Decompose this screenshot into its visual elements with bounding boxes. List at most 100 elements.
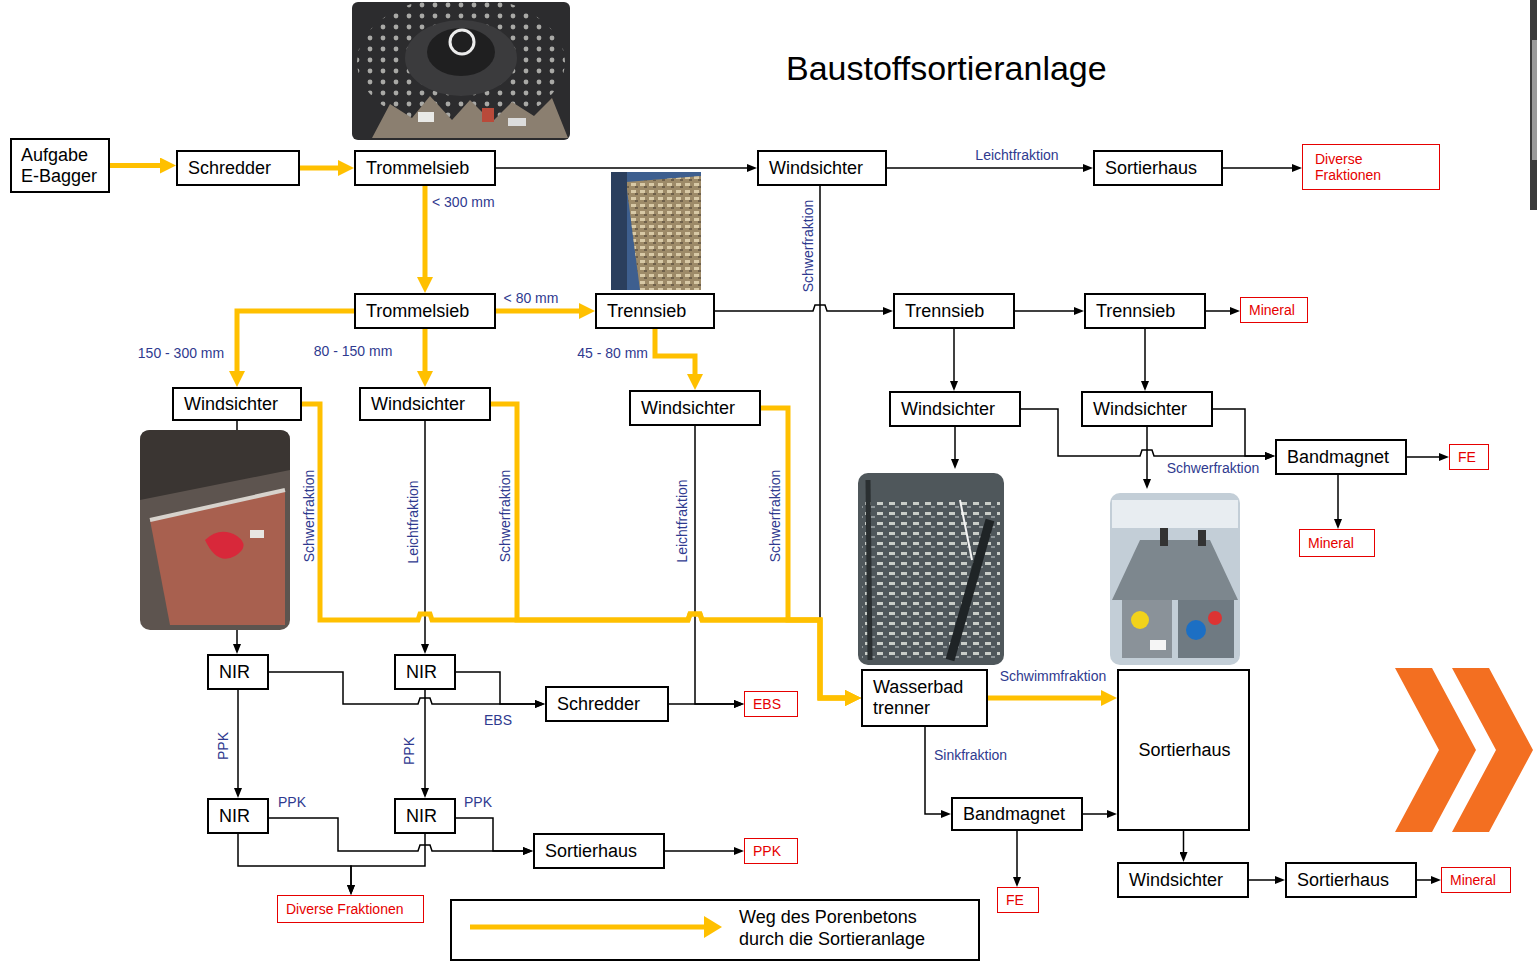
material-flow-arrow: [496, 309, 583, 314]
process-box: Schredder: [176, 150, 300, 186]
air-classifier-photo: [140, 430, 290, 630]
box-text: Schredder: [188, 158, 271, 179]
flow-arrow: [238, 834, 351, 889]
drum-screen-photo: [352, 0, 570, 140]
flow-arrow: [1206, 310, 1234, 312]
screen-conveyor-photo: [611, 172, 627, 290]
process-box: Trommelsieb: [354, 293, 496, 329]
legend-entry: Weg des Porenbetons durch die Sortieranl…: [739, 907, 954, 950]
box-text: Mineral: [1308, 535, 1354, 551]
box-text: FE: [1006, 892, 1024, 908]
process-box: Sortierhaus: [1093, 150, 1223, 186]
box-text: Diverse Fraktionen: [286, 901, 404, 917]
process-box: Windsichter: [757, 150, 887, 186]
box-text: Aufgabe E-Bagger: [21, 145, 104, 186]
flow-label: 150 - 300 mm: [138, 346, 224, 361]
water-bath-photo: [858, 473, 1004, 665]
flow-label: PPK: [464, 795, 492, 810]
process-box: Windsichter: [629, 390, 761, 426]
flow-label: Schwerfraktion: [302, 470, 317, 563]
flow-label: EBS: [484, 713, 512, 728]
box-text: Windsichter: [371, 394, 465, 415]
material-flow-arrow: [988, 696, 1105, 701]
flow-label: PPK: [278, 795, 306, 810]
sorting-cabin-photo: [1198, 530, 1206, 546]
box-text: Sortierhaus: [1138, 740, 1230, 761]
box-text: NIR: [406, 806, 437, 827]
process-box: Sortierhaus: [1117, 669, 1250, 831]
process-box: NIR: [207, 798, 269, 834]
water-bath-photo: [862, 500, 1000, 660]
flow-label: Schwerfraktion: [801, 200, 816, 293]
flow-label: Leichtfraktion: [406, 480, 421, 563]
drum-screen-photo: [450, 30, 474, 54]
output-box: FE: [997, 887, 1039, 913]
material-flow-arrow: [655, 329, 695, 378]
flow-arrow: [351, 834, 425, 889]
flow-label: Leichtfraktion: [975, 148, 1058, 163]
flow-arrow: [669, 703, 738, 705]
box-text: Sortierhaus: [545, 841, 637, 862]
output-box: Mineral: [1240, 297, 1308, 323]
air-classifier-photo: [140, 430, 290, 500]
material-flow-arrow: [491, 404, 849, 698]
sorting-cabin-photo: [1112, 540, 1238, 600]
box-text: Bandmagnet: [1287, 447, 1389, 468]
process-box: Windsichter: [172, 387, 302, 421]
sorting-cabin-photo: [1110, 493, 1240, 665]
process-box: Bandmagnet: [1275, 439, 1407, 475]
flow-arrow: [1417, 879, 1435, 881]
air-classifier-photo: [250, 530, 264, 538]
process-box: Bandmagnet: [951, 797, 1083, 831]
process-box: Trennsieb: [595, 293, 715, 329]
process-box: NIR: [394, 654, 456, 690]
flow-arrow: [695, 426, 738, 704]
drum-screen-photo: [372, 96, 568, 138]
flow-arrow: [1183, 831, 1185, 856]
sorting-cabin-photo: [1122, 600, 1172, 658]
flow-arrow: [1223, 167, 1296, 169]
flow-label: Leichtfraktion: [675, 479, 690, 562]
sorting-cabin-photo: [1160, 528, 1168, 546]
chevron-arrows: [1395, 668, 1533, 832]
process-box: Windsichter: [889, 391, 1021, 427]
process-box: Aufgabe E-Bagger: [10, 138, 110, 193]
process-box: Trennsieb: [893, 293, 1015, 329]
box-text: Mineral: [1450, 872, 1496, 888]
flow-label: < 80 mm: [504, 291, 559, 306]
output-box: EBS: [744, 691, 798, 717]
box-text: Windsichter: [769, 158, 863, 179]
output-box: PPK: [744, 838, 798, 864]
box-text: NIR: [406, 662, 437, 683]
process-box: Schredder: [545, 686, 669, 722]
drum-screen-photo: [508, 118, 526, 126]
box-text: Windsichter: [641, 398, 735, 419]
sorting-cabin-photo: [1112, 500, 1238, 528]
box-text: Windsichter: [1093, 399, 1187, 420]
screen-conveyor-photo: [626, 176, 701, 290]
box-text: Trommelsieb: [366, 301, 469, 322]
flow-label: Sinkfraktion: [934, 748, 1007, 763]
air-classifier-photo: [150, 490, 285, 625]
diagram-title: Baustoffsortieranlage: [786, 48, 1107, 89]
process-box: Sortierhaus: [533, 833, 665, 869]
water-bath-photo: [950, 520, 990, 660]
box-text: PPK: [753, 843, 781, 859]
screen-conveyor-photo: [611, 172, 701, 290]
box-text: Mineral: [1249, 302, 1295, 318]
legend-text: Weg des Porenbetons durch die Sortieranl…: [739, 907, 925, 949]
flow-label: Schwerfraktion: [768, 470, 783, 563]
output-box: Diverse Fraktionen: [277, 895, 424, 923]
flow-arrow: [456, 818, 527, 851]
box-text: EBS: [753, 696, 781, 712]
edge-photo: [1532, 40, 1537, 160]
box-text: Wasserbad trenner: [873, 677, 978, 718]
flow-arrow: [1016, 831, 1018, 881]
box-text: FE: [1458, 449, 1476, 465]
sorting-cabin-photo: [1208, 611, 1222, 625]
flow-arrow: [496, 167, 751, 169]
flow-label: PPK: [216, 732, 231, 760]
box-text: Windsichter: [184, 394, 278, 415]
material-flow-arrow: [302, 404, 849, 698]
flow-arrow: [1083, 813, 1111, 815]
